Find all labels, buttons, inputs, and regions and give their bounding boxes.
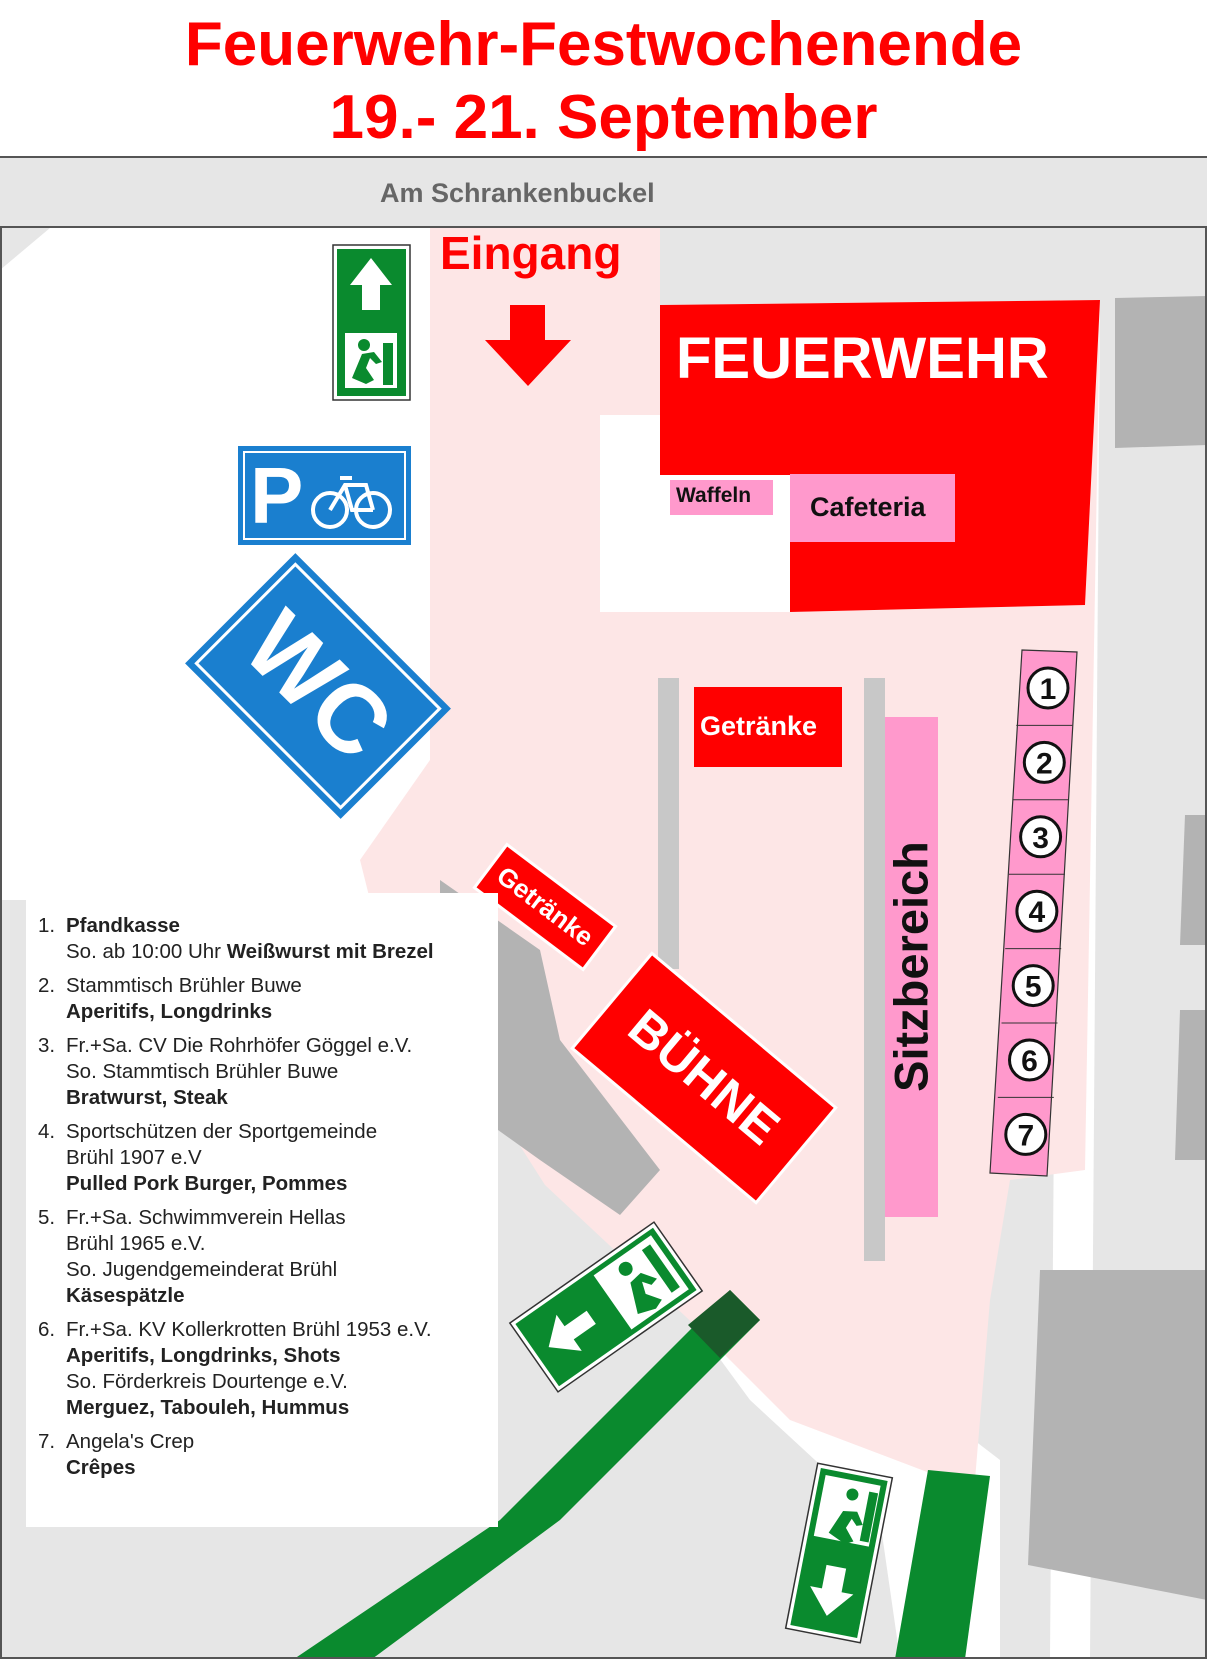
legend-line: Aperitifs, Longdrinks, Shots [66,1344,341,1367]
legend-line: Fr.+Sa. Schwimmverein Hellas [66,1206,346,1229]
bench-row-1 [658,678,679,969]
legend-line: Stammtisch Brühler Buwe [66,974,302,997]
legend-line: So. ab 10:00 Uhr Weißwurst mit Brezel [66,939,434,965]
stall-markers: 1 2 3 4 5 6 7 [997,666,1073,1156]
legend-line: Aperitifs, Longdrinks [66,1000,273,1023]
building-east-3 [1175,1010,1207,1160]
legend-line: Fr.+Sa. CV Die Rohrhöfer Göggel e.V. [66,1034,413,1057]
stall-circle [1004,1112,1048,1156]
legend-number: 1. [38,914,56,937]
legend-line: Brühl 1965 e.V. [66,1232,206,1255]
page-subtitle-date: 19.- 21. September [329,83,878,152]
legend-text: Fr.+Sa. CV Die Rohrhöfer Göggel e.V. So. … [66,1033,412,1111]
legend-number: 6. [38,1318,56,1341]
street-band: Am Schrankenbuckel [0,158,1207,228]
legend-number: 5. [38,1206,56,1229]
legend-line: Pfandkasse [66,914,180,937]
cafeteria-label: Cafeteria [810,492,926,522]
wc-icon [185,553,451,819]
stall-circle [1022,740,1066,784]
legend-line: Crêpes [66,1456,136,1479]
legend-number: 3. [38,1034,56,1057]
green-path-se [895,1470,990,1659]
stall-circle [1026,666,1070,710]
legend-line: Käsespätzle [66,1284,185,1307]
stall-circle [1019,815,1063,859]
legend-item: 6. Fr.+Sa. KV Kollerkrotten Brühl 1953 e.… [38,1317,498,1421]
stall-number: 1 [1040,673,1057,706]
legend-line: Angela's Crep [66,1430,195,1453]
stall-number: 6 [1021,1045,1038,1078]
legend-line: So. Stammtisch Brühler Buwe [66,1060,339,1083]
building-east-2 [1180,815,1207,945]
page-title: Feuerwehr-Festwochenende [184,10,1023,79]
emergency-exit-up-icon [332,244,411,401]
entrance-label: Eingang [440,227,622,279]
legend-line: Bratwurst, Steak [66,1086,228,1109]
stall-circle [1008,1038,1051,1082]
waffles-stand [670,480,773,515]
drinks-label: Getränke [700,711,818,741]
stall-number: 3 [1032,822,1049,855]
parking-label: P [250,451,304,540]
stall-number: 7 [1017,1119,1034,1152]
legend-item: 3. Fr.+Sa. CV Die Rohrhöfer Göggel e.V. So… [38,1033,498,1111]
stage [570,951,838,1205]
legend-line: Sportschützen der Sportgemeinde [66,1120,378,1143]
legend-line: Brühl 1907 e.V [66,1146,202,1169]
stall-number: 4 [1029,896,1046,929]
emergency-exit-left-icon [508,1221,704,1393]
fire-station-label: FEUERWEHR [676,326,1049,391]
arrow-down-icon [485,305,571,386]
header-panel: Feuerwehr-Festwochenende 19.- 21. Septem… [0,0,1207,158]
green-path-sw [294,1290,760,1659]
building-southeast [1028,1270,1207,1600]
legend-info: So. ab 10:00 Uhr [66,940,227,963]
legend-text: Fr.+Sa. KV Kollerkrotten Brühl 1953 e.V.… [66,1317,432,1421]
legend-line: Merguez, Tabouleh, Hummus [66,1396,350,1419]
street-name: Am Schrankenbuckel [380,178,655,208]
building-east-1 [1115,296,1207,448]
legend-number: 4. [38,1120,56,1143]
green-path-steps [688,1290,760,1358]
stall-circle [1011,964,1055,1008]
legend-line: Pulled Pork Burger, Pommes [66,1172,348,1195]
bicycle-parking-icon [238,446,411,545]
fire-station [660,300,1100,612]
cafeteria [790,474,955,542]
waffles-label: Waffeln [676,484,752,507]
stall-number: 2 [1036,747,1053,780]
legend-line: So. Förderkreis Dourtenge e.V. [66,1370,348,1393]
legend-line: So. Jugendgemeinderat Brühl [66,1258,338,1281]
seating-label: Sitzbereich [884,841,938,1092]
legend-number: 2. [38,974,56,997]
bench-row-2 [864,678,885,1261]
stall-circle [1015,889,1059,933]
legend-number: 7. [38,1430,56,1453]
drinks-stand-2 [472,842,618,972]
legend-food: Weißwurst mit Brezel [226,940,434,963]
seating-area [885,717,938,1217]
stall-number: 5 [1025,971,1042,1004]
legend-line: Fr.+Sa. KV Kollerkrotten Brühl 1953 e.V. [66,1318,432,1341]
emergency-exit-down-icon [784,1462,894,1644]
drinks-stand [694,687,842,767]
